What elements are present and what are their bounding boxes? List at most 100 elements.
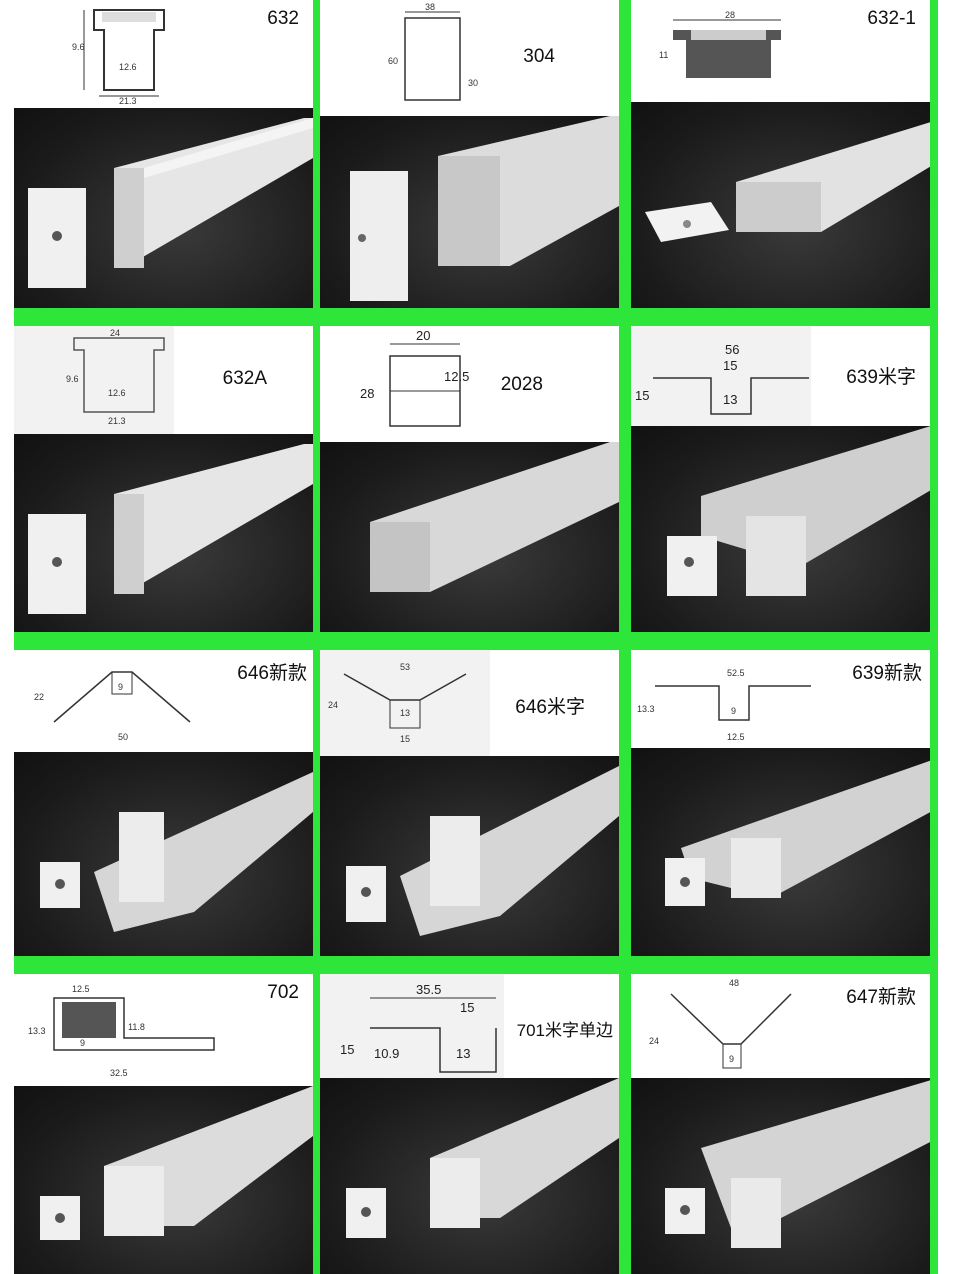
product-grid: 9.6 12.6 21.3 632 38 60 30 [14, 0, 938, 1274]
cross-section-diagram: 52.5 13.3 9 12.5 [637, 668, 811, 742]
product-card-632-1[interactable]: 28 11 632-1 [631, 0, 930, 308]
aluminum-profile-image [350, 116, 619, 301]
cross-section-diagram: 48 24 9 [649, 978, 792, 1069]
product-card-646-mi[interactable]: 53 24 13 15 646米字 [320, 650, 619, 956]
dim-width: 48 [729, 978, 739, 988]
dim-height: 13.3 [637, 704, 655, 714]
model-number: 646米字 [515, 697, 585, 718]
dim-height: 15 [340, 1042, 354, 1057]
cross-section-diagram: 20 28 12.5 [360, 328, 469, 427]
dim-inner-height: 11.8 [128, 1022, 145, 1032]
product-card-639-new[interactable]: 52.5 13.3 9 12.5 639新款 [631, 650, 930, 956]
product-card-647-new[interactable]: 48 24 9 647新款 [631, 974, 930, 1274]
dim-height: 13.3 [28, 1026, 46, 1036]
dim-width: 32.5 [110, 1068, 128, 1078]
cross-section-diagram: 38 60 30 [388, 2, 478, 101]
dim-inner: 9 [118, 682, 123, 692]
product-photo [320, 756, 619, 956]
dim-height: 9.6 [66, 374, 79, 384]
dim-width: 56 [725, 342, 739, 357]
product-photo [320, 116, 619, 308]
cross-section-diagram: 9.6 12.6 21.3 [72, 9, 165, 106]
product-photo [631, 748, 930, 956]
dim-inner: 12.6 [119, 62, 137, 72]
aluminum-profile-image [346, 766, 619, 936]
dim-inner: 12.6 [108, 388, 126, 398]
dim-height: 9.6 [72, 42, 85, 52]
dim-width: 20 [416, 328, 430, 343]
cross-section-drawing: 38 60 30 304 [320, 0, 619, 116]
product-photo [14, 434, 313, 632]
cross-section-diagram: 24 9.6 12.6 21.3 [14, 326, 174, 434]
product-photo [320, 442, 619, 632]
model-number: 304 [523, 46, 555, 67]
aluminum-profile-image [28, 118, 313, 288]
aluminum-profile-image [40, 772, 313, 932]
cross-section-drawing: 28 11 632-1 [631, 0, 930, 102]
dim-width: 53 [400, 662, 410, 672]
model-number: 2028 [500, 374, 543, 395]
dim-height: 15 [635, 388, 649, 403]
dim-lower: 30 [468, 78, 478, 88]
dim-inner: 13 [400, 708, 410, 718]
dim-width: 21.3 [108, 416, 126, 426]
cross-section-drawing: 20 28 12.5 2028 [320, 326, 619, 442]
product-photo [14, 1086, 313, 1274]
cross-section-drawing: 35.5 15 15 10.9 13 701米字单边 [320, 974, 619, 1078]
cross-section-drawing: 12.5 13.3 11.8 9 32.5 702 [14, 974, 313, 1086]
product-card-632A[interactable]: 24 9.6 12.6 21.3 632A [14, 326, 313, 632]
dim-height: 60 [388, 56, 398, 66]
aluminum-profile-image [28, 444, 313, 614]
cross-section-drawing: 56 15 15 13 639米字 [631, 326, 930, 426]
model-number: 632 [267, 8, 299, 29]
dim-left: 10.9 [374, 1046, 399, 1061]
product-photo [14, 108, 313, 308]
aluminum-profile-image [645, 122, 930, 242]
product-card-2028[interactable]: 20 28 12.5 2028 [320, 326, 619, 632]
dim-width: 21.3 [119, 96, 137, 106]
cross-section-drawing: 52.5 13.3 9 12.5 639新款 [631, 650, 930, 748]
cross-section-drawing: 9.6 12.6 21.3 632 [14, 0, 313, 108]
product-card-646-new[interactable]: 22 9 50 646新款 [14, 650, 313, 956]
aluminum-profile-image [667, 426, 930, 596]
product-card-639[interactable]: 56 15 15 13 639米字 [631, 326, 930, 632]
product-card-632[interactable]: 9.6 12.6 21.3 632 [14, 0, 313, 308]
dim-width: 28 [725, 10, 735, 20]
product-photo [320, 1078, 619, 1274]
aluminum-profile-image [370, 442, 619, 592]
dim-inner: 9 [731, 706, 736, 716]
aluminum-profile-image [665, 1080, 930, 1248]
model-number: 639新款 [852, 663, 922, 684]
dim-height: 24 [328, 700, 338, 710]
cross-section-diagram: 56 15 15 13 [631, 326, 811, 426]
aluminum-profile-image [346, 1078, 619, 1238]
product-photo [631, 426, 930, 632]
product-card-702[interactable]: 12.5 13.3 11.8 9 32.5 702 [14, 974, 313, 1274]
cross-section-drawing: 53 24 13 15 646米字 [320, 650, 619, 756]
product-card-304[interactable]: 38 60 30 304 [320, 0, 619, 308]
dim-top: 24 [110, 328, 120, 338]
dim-right: 13 [456, 1046, 470, 1061]
model-number: 646新款 [237, 663, 307, 684]
aluminum-profile-image [665, 760, 930, 906]
model-number: 702 [267, 982, 299, 1003]
cross-section-diagram: 22 9 50 [34, 671, 191, 742]
dim-height: 22 [34, 692, 44, 702]
model-number: 639米字 [846, 367, 916, 388]
dim-inner: 9 [80, 1038, 85, 1048]
dim-width: 52.5 [727, 668, 745, 678]
dim-height: 24 [649, 1036, 659, 1046]
product-photo [631, 1078, 930, 1274]
dim-top: 12.5 [72, 984, 90, 994]
dim-right-top: 15 [460, 1000, 474, 1015]
dim-inner: 9 [729, 1054, 734, 1064]
product-card-701[interactable]: 35.5 15 15 10.9 13 701米字单边 [320, 974, 619, 1274]
dim-bottom: 13 [723, 392, 737, 407]
dim-inner: 15 [723, 358, 737, 373]
dim-width: 50 [118, 732, 128, 742]
dim-height: 28 [360, 386, 374, 401]
dim-bottom: 12.5 [727, 732, 745, 742]
cross-section-diagram: 35.5 15 15 10.9 13 [320, 974, 504, 1078]
model-number: 647新款 [846, 987, 916, 1008]
cross-section-diagram: 12.5 13.3 11.8 9 32.5 [28, 984, 215, 1078]
